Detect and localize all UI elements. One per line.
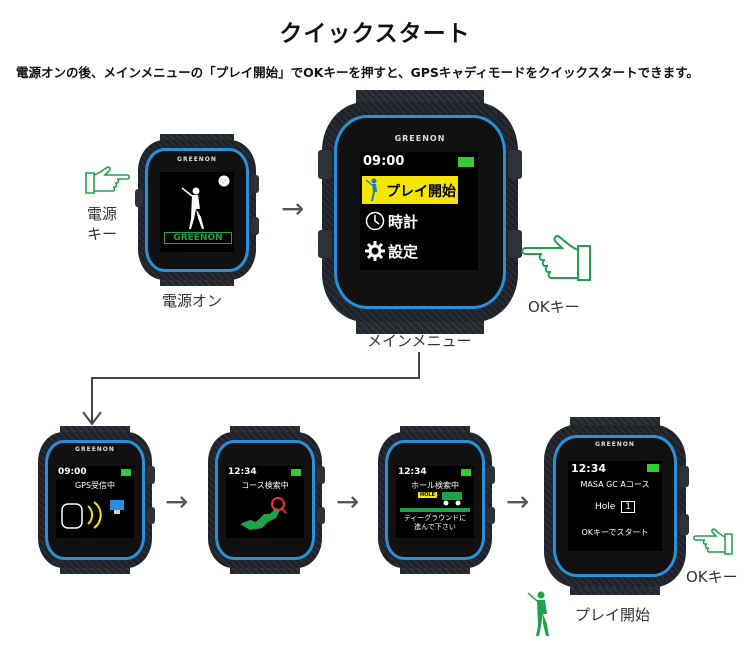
power-on-caption: 電源オン [162, 292, 223, 310]
screen-status: コース検索中 [241, 481, 289, 490]
hole-sign: HOLE [418, 492, 438, 498]
golf-ball-icon [218, 175, 230, 187]
ok-key-label: OKキー [686, 568, 738, 586]
arrow-right-icon: → [281, 192, 305, 225]
intro-text: 電源オンの後、メインメニューの「プレイ開始」でOKキーを押すと、GPSキャディモ… [16, 65, 699, 80]
screen-status: ホール検索中 [411, 481, 459, 490]
brand-logo: GREENON [394, 134, 446, 143]
watch-main-menu: GREENON 09:00 プレイ開始 時計 設定 [318, 90, 522, 334]
screen-time: 12:34 [398, 467, 427, 477]
ok-key-label: OKキー [528, 298, 580, 316]
flow-connector [82, 352, 420, 426]
pointing-hand-icon [521, 234, 591, 281]
brand-logo: GREENON [177, 156, 217, 163]
arrow-right-icon: → [506, 485, 530, 518]
screen-hint: ティーグラウンドに 進んで下さい [403, 514, 467, 531]
watch-course-search: 12:34 コース検索中 [208, 426, 325, 574]
watch-gps-receiving: GREENON 09:00 GPS受信中 [38, 426, 155, 574]
menu-item-settings[interactable]: 設定 [362, 238, 472, 264]
golf-cart-icon [442, 492, 462, 506]
hole-value[interactable]: 1 [621, 501, 635, 513]
start-prompt: OKキーでスタート [581, 528, 649, 537]
screen-logo: GREENON [164, 232, 232, 244]
battery-icon [647, 464, 659, 472]
green-strip [400, 508, 470, 512]
brand-logo: GREENON [75, 446, 115, 453]
battery-icon [458, 157, 474, 167]
menu-item-clock[interactable]: 時計 [362, 208, 472, 234]
map-search-icon [240, 497, 287, 530]
watch-ready-start: GREENON 12:34 MASA GC Aコース Hole 1 OKキーでス… [544, 417, 689, 595]
watch-screen: 09:00 プレイ開始 時計 設定 [360, 152, 478, 270]
pointing-hand-icon [85, 166, 131, 194]
golfer-icon [365, 178, 377, 201]
screen-time: 12:34 [571, 462, 607, 475]
golfer-icon [527, 591, 549, 636]
brand-logo: GREENON [595, 441, 635, 448]
page-title: クイックスタート [279, 21, 471, 47]
menu-item-play-start[interactable]: プレイ開始 [362, 176, 458, 204]
hole-row: Hole 1 [568, 501, 662, 513]
power-key-label: 電源 キー [87, 205, 118, 243]
screen-time: 09:00 [363, 154, 405, 169]
watch-screen: 12:34 コース検索中 [226, 466, 304, 538]
hole-label: Hole [595, 502, 616, 512]
screen-time: 09:00 [58, 467, 87, 477]
watch-power-on: GREENON GREENON [135, 134, 259, 286]
play-start-caption: プレイ開始 [575, 606, 651, 624]
watch-screen: 09:00 GPS受信中 [56, 466, 134, 538]
menu-item-label: プレイ開始 [386, 184, 456, 200]
gear-icon [365, 241, 385, 261]
watch-screen: 12:34 ホール検索中 HOLE ティーグラウンドに 進んで下さい [396, 466, 474, 538]
menu-item-label: 設定 [388, 243, 419, 261]
pointing-hand-icon [693, 528, 733, 555]
arrow-right-icon: → [165, 485, 189, 518]
menu-item-label: 時計 [388, 213, 419, 231]
main-menu-caption: メインメニュー [367, 332, 472, 350]
battery-icon [461, 469, 471, 476]
screen-time: 12:34 [228, 467, 257, 477]
watch-screen: 12:34 MASA GC Aコース Hole 1 OKキーでスタート [568, 461, 662, 551]
battery-icon [121, 469, 131, 476]
arrow-right-icon: → [336, 485, 360, 518]
battery-icon [291, 469, 301, 476]
watch-screen: GREENON [160, 172, 234, 252]
golfer-icon [181, 187, 204, 229]
watch-hole-search: 12:34 ホール検索中 HOLE ティーグラウンドに 進んで下さい [378, 426, 495, 574]
clock-icon [365, 211, 385, 231]
gps-receiving-icon [61, 500, 124, 529]
screen-status: GPS受信中 [74, 481, 116, 490]
course-name: MASA GC Aコース [580, 480, 650, 489]
